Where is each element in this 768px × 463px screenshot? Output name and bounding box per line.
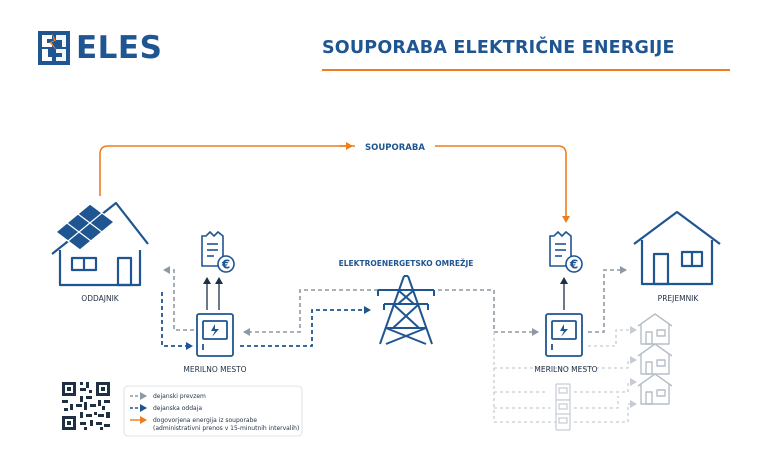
euro-sign-right: € xyxy=(569,258,578,272)
small-meter-icons xyxy=(555,383,571,431)
meter-icon-left xyxy=(196,313,234,357)
euro-sign-left: € xyxy=(221,258,230,272)
legend-item-3-note: (administrativni prenos v 15-minutnih in… xyxy=(153,425,299,432)
omrezje-label: ELEKTROENERGETSKO OMREŽJE xyxy=(339,259,474,268)
souporaba-label: SOUPORABA xyxy=(365,143,425,153)
logo-text: ELES xyxy=(76,30,163,66)
page-title: SOUPORABA ELEKTRIČNE ENERGIJE xyxy=(322,38,675,58)
left-flow-lines xyxy=(161,266,378,350)
legend: dejanski prevzem dejanska oddaja dogovor… xyxy=(123,385,303,437)
right-flow-lines xyxy=(438,266,637,423)
prejemnik-label: PREJEMNIK xyxy=(658,294,700,303)
merilno-mesto-right-label: MERILNO MESTO xyxy=(534,365,597,374)
bill-euro-icon-left xyxy=(201,230,235,273)
merilno-mesto-left-label: MERILNO MESTO xyxy=(183,365,246,374)
souporaba-arrow: SOUPORABA xyxy=(99,138,570,223)
title-underline xyxy=(322,69,730,71)
meter-icon-right xyxy=(545,313,583,357)
oddajnik-label: ODDAJNIK xyxy=(81,294,119,303)
prejemnik-house-icon xyxy=(633,210,721,286)
bill-euro-icon-right xyxy=(549,230,583,273)
legend-item-1: dejanski prevzem xyxy=(153,393,206,400)
legend-item-2: dejanska oddaja xyxy=(153,405,202,412)
eles-logo: ELES xyxy=(38,30,162,66)
transmission-tower-icon xyxy=(377,275,435,345)
small-house-icons xyxy=(637,313,673,405)
oddajnik-house-icon xyxy=(51,201,149,287)
legend-item-3: dogovorjena energija iz souporabe xyxy=(153,417,257,424)
qr-code-icon xyxy=(62,382,110,430)
eles-logo-icon xyxy=(38,31,70,65)
